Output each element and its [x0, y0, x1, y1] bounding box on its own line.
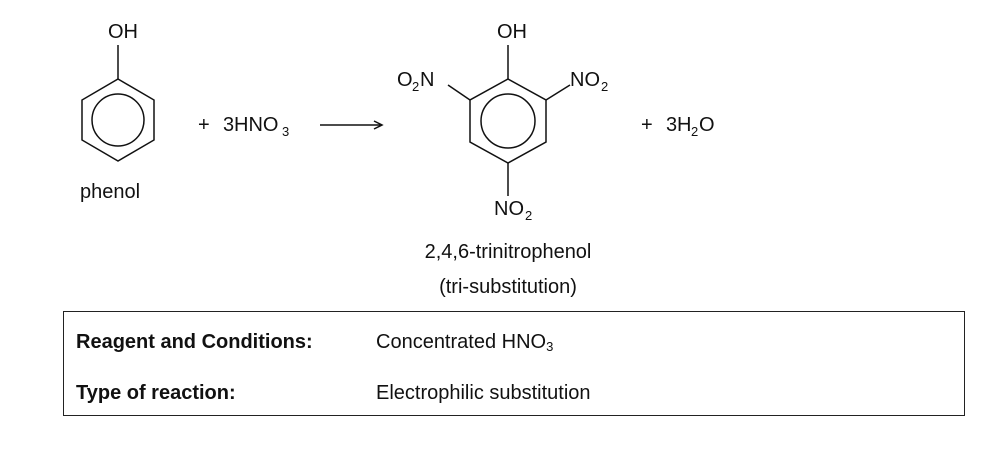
byproduct-coefficient: 3 — [666, 114, 677, 136]
nitric-acid-reagent: + 3 HNO 3 — [198, 114, 289, 139]
right-nitro-subscript: 2 — [601, 79, 608, 94]
byproduct-h-subscript: 2 — [691, 124, 698, 139]
phenol-aromatic-circle — [91, 93, 145, 147]
reagent-coefficient: 3 — [223, 114, 234, 136]
left-nitro-subscript: 2 — [412, 79, 419, 94]
reagent-plus-sign: + — [198, 114, 210, 136]
left-nitro-o: O — [397, 69, 413, 91]
phenol-name-label: phenol — [80, 181, 140, 203]
reaction-scheme: OH phenol + 3 HNO 3 OH O 2 N NO 2 NO 2 2 — [80, 21, 715, 298]
reaction-type-value: Electrophilic substitution — [376, 382, 591, 404]
reagent-conditions-value: Concentrated HNO3 — [376, 330, 553, 354]
phenol-structure: OH phenol — [80, 21, 155, 203]
product-name-label: 2,4,6-trinitrophenol — [425, 241, 592, 263]
reagent-formula: HNO — [234, 114, 278, 136]
bottom-nitro-subscript: 2 — [525, 208, 532, 223]
reagent-conditions-value-text: Concentrated HNO — [376, 331, 547, 353]
left-nitro-n: N — [420, 69, 434, 91]
byproduct-h: H — [677, 114, 691, 136]
reagent-conditions-value-subscript: 3 — [546, 339, 554, 354]
phenol-oh-label: OH — [108, 21, 138, 43]
conditions-box: Reagent and Conditions: Concentrated HNO… — [63, 311, 965, 416]
reagent-conditions-label: Reagent and Conditions: — [76, 331, 313, 353]
trinitrophenol-structure: OH O 2 N NO 2 NO 2 2,4,6-trinitrophenol … — [397, 21, 608, 298]
product-substitution-note: (tri-substitution) — [439, 276, 577, 298]
byproduct-o: O — [699, 114, 715, 136]
bottom-nitro-label: NO — [494, 198, 524, 220]
reaction-type-label: Type of reaction: — [76, 382, 236, 404]
phenol-benzene-ring — [81, 78, 155, 162]
byproduct-plus-sign: + — [641, 114, 653, 136]
product-oh-label: OH — [497, 21, 527, 43]
reaction-arrow — [320, 120, 384, 130]
right-nitro-label: NO — [570, 69, 600, 91]
water-byproduct: + 3 H 2 O — [641, 114, 715, 139]
reagent-formula-subscript: 3 — [282, 124, 289, 139]
left-nitro-bond — [447, 84, 471, 101]
product-aromatic-circle — [480, 93, 536, 149]
right-nitro-bond — [545, 84, 571, 101]
